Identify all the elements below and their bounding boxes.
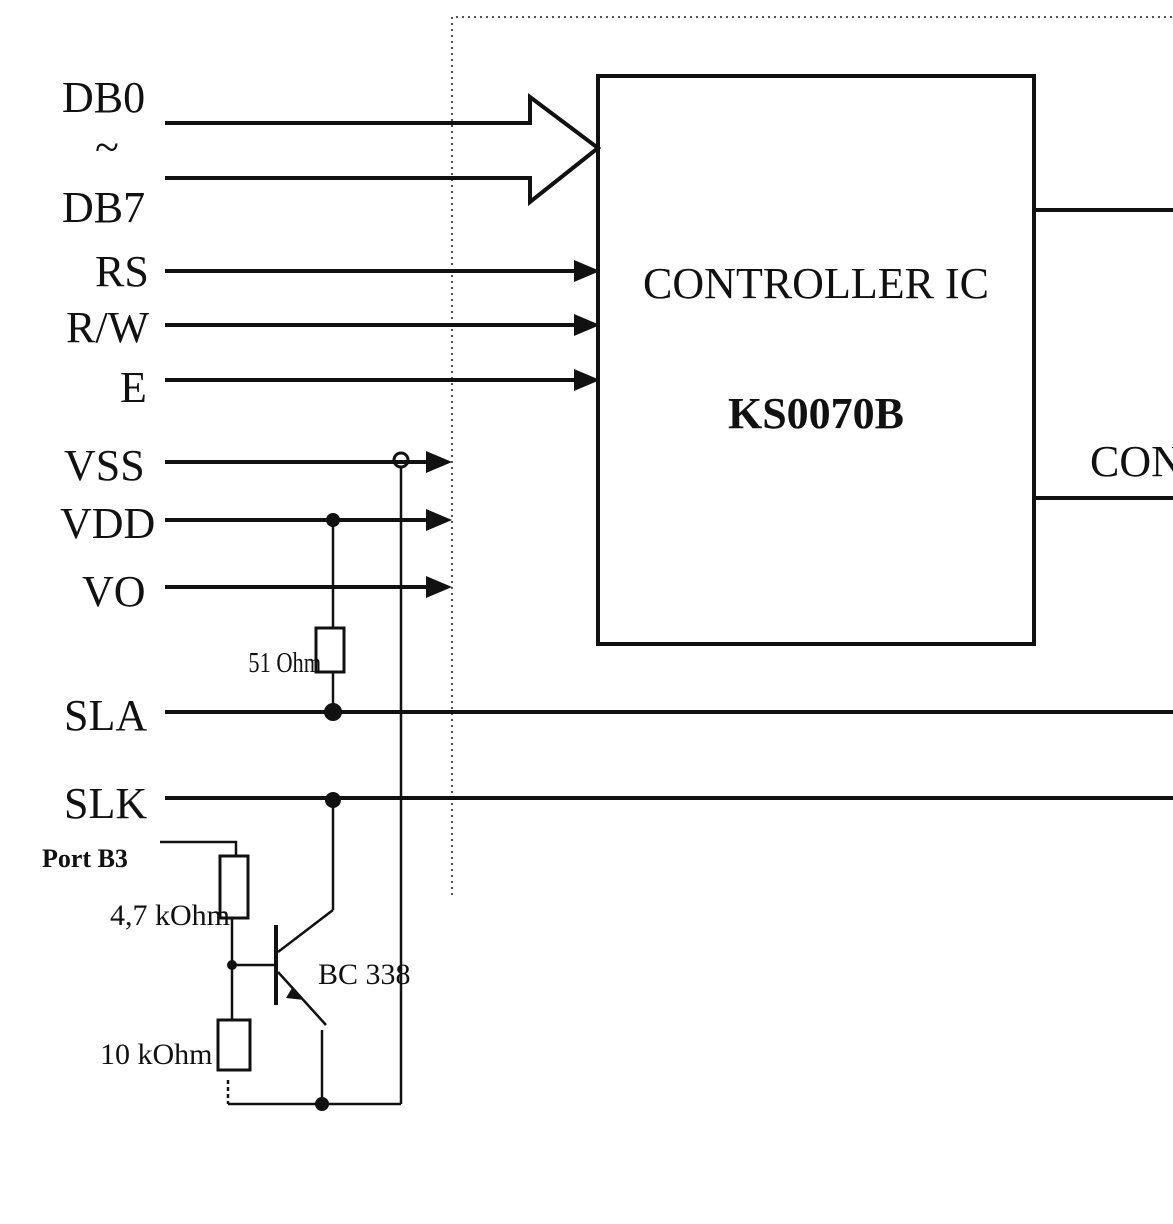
right-connector-label: CON: [1090, 437, 1173, 486]
controller-part-number: KS0070B: [728, 389, 904, 438]
arrow-vdd: [426, 509, 452, 531]
signal-db0: DB0: [62, 73, 145, 122]
resistor-10-kohm: [216, 1018, 252, 1072]
transistor-label: BC 338: [318, 958, 411, 991]
signal-db7: DB7: [62, 183, 145, 232]
module-boundary: [451, 16, 1173, 895]
junction-sla: [324, 703, 342, 721]
signal-rw: R/W: [66, 303, 150, 352]
junction-ground: [315, 1097, 329, 1111]
resistor-4-7-kohm: [218, 854, 250, 920]
arrow-e: [574, 369, 600, 391]
transistor-emitter-arrow: [286, 988, 304, 1000]
controller-box: [596, 74, 1036, 646]
junction-slk: [325, 792, 341, 808]
resistor-51-ohm: [314, 626, 346, 674]
signal-sla: SLA: [64, 691, 147, 740]
signal-e: E: [120, 363, 147, 412]
controller-title: CONTROLLER IC: [643, 259, 989, 308]
signal-slk: SLK: [64, 779, 147, 828]
arrow-vss: [426, 451, 452, 473]
wire-port-b3: [160, 840, 238, 856]
arrow-rs: [574, 260, 600, 282]
signal-vo: VO: [82, 567, 146, 616]
resistor-10-kohm-label: 10 kOhm: [100, 1038, 213, 1071]
port-b3-label: Port B3: [42, 844, 128, 873]
arrow-vo: [426, 576, 452, 598]
data-bus-arrow: [165, 93, 602, 207]
signal-vss: VSS: [64, 441, 145, 490]
signal-rs: RS: [95, 247, 149, 296]
transistor-collector: [277, 909, 334, 953]
signal-vdd: VDD: [60, 499, 155, 548]
arrow-rw: [574, 314, 600, 336]
resistor-51-ohm-label: 51 Ohm: [248, 648, 321, 679]
signal-tilde: ~: [95, 123, 119, 172]
resistor-4-7-kohm-label: 4,7 kOhm: [110, 899, 230, 932]
